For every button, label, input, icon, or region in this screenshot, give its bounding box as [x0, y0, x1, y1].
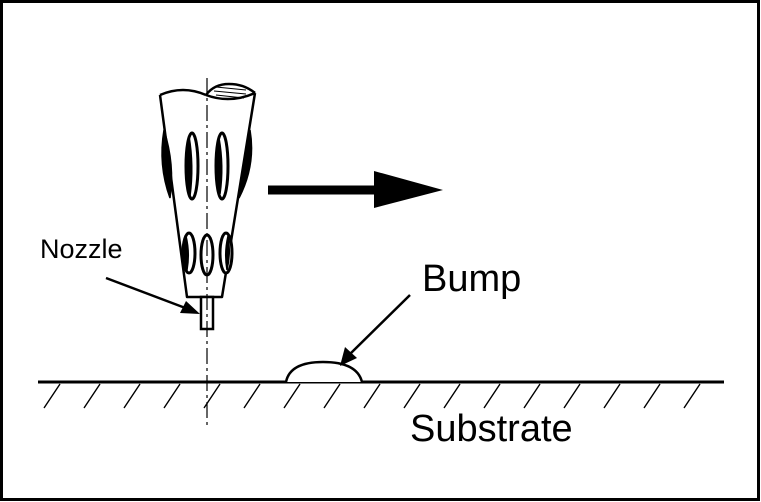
hatch-line [363, 383, 381, 409]
hatch-line [403, 383, 421, 409]
hatch-line [523, 383, 541, 409]
bump-label: Bump [422, 258, 521, 300]
hatch-line [123, 383, 141, 409]
substrate-label: Substrate [410, 408, 573, 450]
hatch-line [203, 383, 221, 409]
nozzle-leader-arrow [105, 276, 200, 314]
bump-leader-arrow [340, 294, 411, 366]
nozzle-label: Nozzle [40, 234, 123, 264]
bump-shape [284, 360, 364, 383]
dispenser-slots [161, 129, 253, 277]
hatch-line [83, 383, 101, 409]
hatch-line [603, 383, 621, 409]
hatch-line [323, 383, 341, 409]
substrate-hatching [43, 383, 701, 409]
hatch-line [243, 383, 261, 409]
hatch-line [483, 383, 501, 409]
hatch-line [443, 383, 461, 409]
hatch-line [563, 383, 581, 409]
hatch-line [283, 383, 301, 409]
hatch-line [683, 383, 701, 409]
right-arrow-icon [268, 171, 443, 208]
hatch-line [643, 383, 661, 409]
hatch-line [43, 383, 61, 409]
hatch-line [163, 383, 181, 409]
